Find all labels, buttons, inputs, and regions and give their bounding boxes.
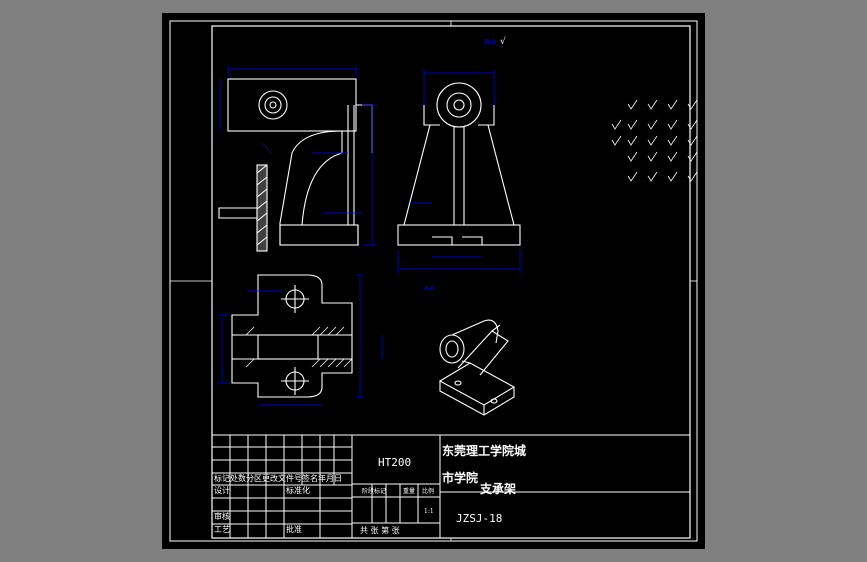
scale-value: 1:1 [424, 508, 434, 515]
part-name: 支承架 [480, 482, 517, 496]
side-view-dimensions [397, 69, 521, 273]
label-sheets: 共 张 第 张 [360, 526, 400, 535]
section-view [231, 274, 353, 398]
front-view-dimensions [219, 65, 378, 246]
cad-drawing [169, 20, 698, 542]
label-process: 工艺 [214, 525, 230, 534]
revision-header: 标记处数分区更改文件号签名年月日 [214, 474, 342, 483]
drawing-viewport[interactable]: 其余 √ A-A HT200 东莞理工学院城 市学院 支承架 JZSJ-18 1… [162, 13, 705, 549]
label-review: 审核 [214, 512, 230, 521]
front-view [218, 78, 373, 252]
section-label: A-A [424, 285, 435, 292]
title-block-grid [211, 434, 691, 539]
label-standardize: 标准化 [286, 486, 310, 495]
school-name-line1: 东莞理工学院城 [442, 444, 527, 458]
roughness-note: 其余 [484, 39, 497, 46]
school-name-line2: 市学院 [442, 471, 479, 485]
drawing-number: JZSJ-18 [456, 512, 503, 525]
section-view-dimensions [218, 274, 383, 406]
roughness-symbols-legend [611, 99, 698, 182]
label-approve: 批准 [286, 525, 302, 534]
isometric-view [438, 319, 516, 416]
roughness-symbol-icon: √ [500, 37, 506, 47]
label-weight: 重量 [403, 488, 416, 495]
material-label: HT200 [378, 456, 412, 469]
label-scale: 比例 [422, 488, 435, 495]
side-view [397, 82, 521, 246]
label-design: 设计 [214, 486, 230, 495]
label-stage-mark: 阶段标记 [362, 488, 387, 495]
